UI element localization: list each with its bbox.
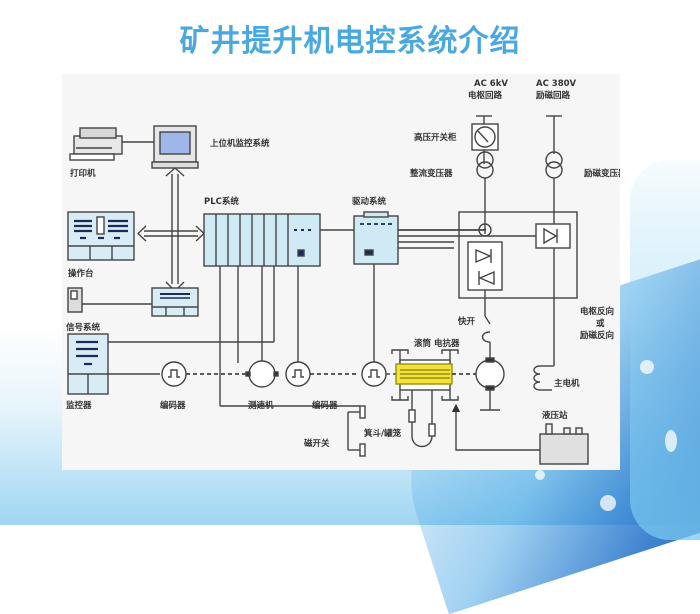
signal-unit-icon [151, 287, 199, 317]
label-mag-switch: 磁开关 [304, 438, 330, 449]
label-field-ac: AC 380V [536, 79, 577, 89]
hydraulic-station-icon [539, 423, 589, 465]
mag-switch-upper-icon [359, 405, 366, 419]
encoder-mid-icon [285, 361, 311, 387]
mag-switch-lower-icon [359, 443, 366, 457]
label-reverse-2: 或 [596, 318, 605, 329]
bus-arrow [136, 167, 206, 292]
label-encoder-left: 编码器 [160, 400, 186, 411]
thyristor-bridge-icon [467, 241, 503, 291]
drive-system-icon [353, 211, 399, 265]
label-drive: 驱动系统 [352, 196, 387, 207]
background-bubble [640, 360, 654, 374]
label-field-loop: 励磁回路 [536, 90, 571, 101]
label-printer: 打印机 [70, 168, 96, 179]
label-monitor: 监控器 [66, 400, 92, 411]
converter-cabinet [458, 211, 578, 299]
label-drum-reactor: 滚筒 电抗器 [414, 338, 460, 349]
slide-title: 矿井提升机电控系统介绍 [179, 24, 521, 59]
main-motor-icon [475, 359, 505, 389]
drum-icon [391, 349, 459, 401]
background-bubble [535, 470, 545, 480]
label-armature-ac: AC 6kV [474, 79, 508, 89]
label-armature-loop: 电枢回路 [468, 90, 503, 101]
label-fast-switch: 快开 [458, 316, 476, 327]
label-reverse-1: 电枢反向 [580, 306, 614, 317]
encoder-left-icon [161, 361, 187, 387]
label-hv-cabinet: 高压开关柜 [414, 132, 457, 143]
fast-switch-icon [484, 315, 491, 325]
control-system-diagram: 打印机 上位机监控系统 PLC系统 操作台 信号系统 监控器 编码器 测速机 编… [66, 79, 627, 465]
label-plc: PLC系统 [204, 196, 239, 207]
signal-device-icon [67, 287, 83, 313]
field-winding-icon [533, 365, 541, 391]
label-signal: 信号系统 [66, 322, 101, 333]
background-band [630, 160, 700, 540]
label-hydraulic: 液压站 [542, 410, 568, 421]
label-console: 操作台 [68, 268, 94, 279]
label-encoder-mid: 编码器 [312, 400, 338, 411]
current-sensor-icon [478, 223, 492, 237]
background-bubble [665, 430, 677, 452]
background-bubble [600, 495, 616, 511]
monitor-controller-icon [67, 333, 109, 395]
plc-rack-icon [203, 213, 321, 267]
computer-icon [151, 125, 199, 169]
label-rect-transformer: 整流变压器 [410, 168, 453, 179]
label-tacho: 测速机 [248, 400, 274, 411]
encoder-drum-icon [361, 361, 387, 387]
label-main-motor: 主电机 [554, 378, 580, 389]
label-skip: 箕斗/罐笼 [364, 428, 402, 439]
tacho-icon [248, 360, 276, 388]
label-host-monitor: 上位机监控系统 [210, 138, 270, 149]
diagram-panel: 打印机 上位机监控系统 PLC系统 操作台 信号系统 监控器 编码器 测速机 编… [62, 74, 627, 470]
console-icon [67, 211, 135, 261]
printer-icon [69, 127, 123, 161]
label-reverse-3: 励磁反向 [580, 330, 614, 341]
label-field-transformer: 励磁变压器 [584, 168, 620, 179]
